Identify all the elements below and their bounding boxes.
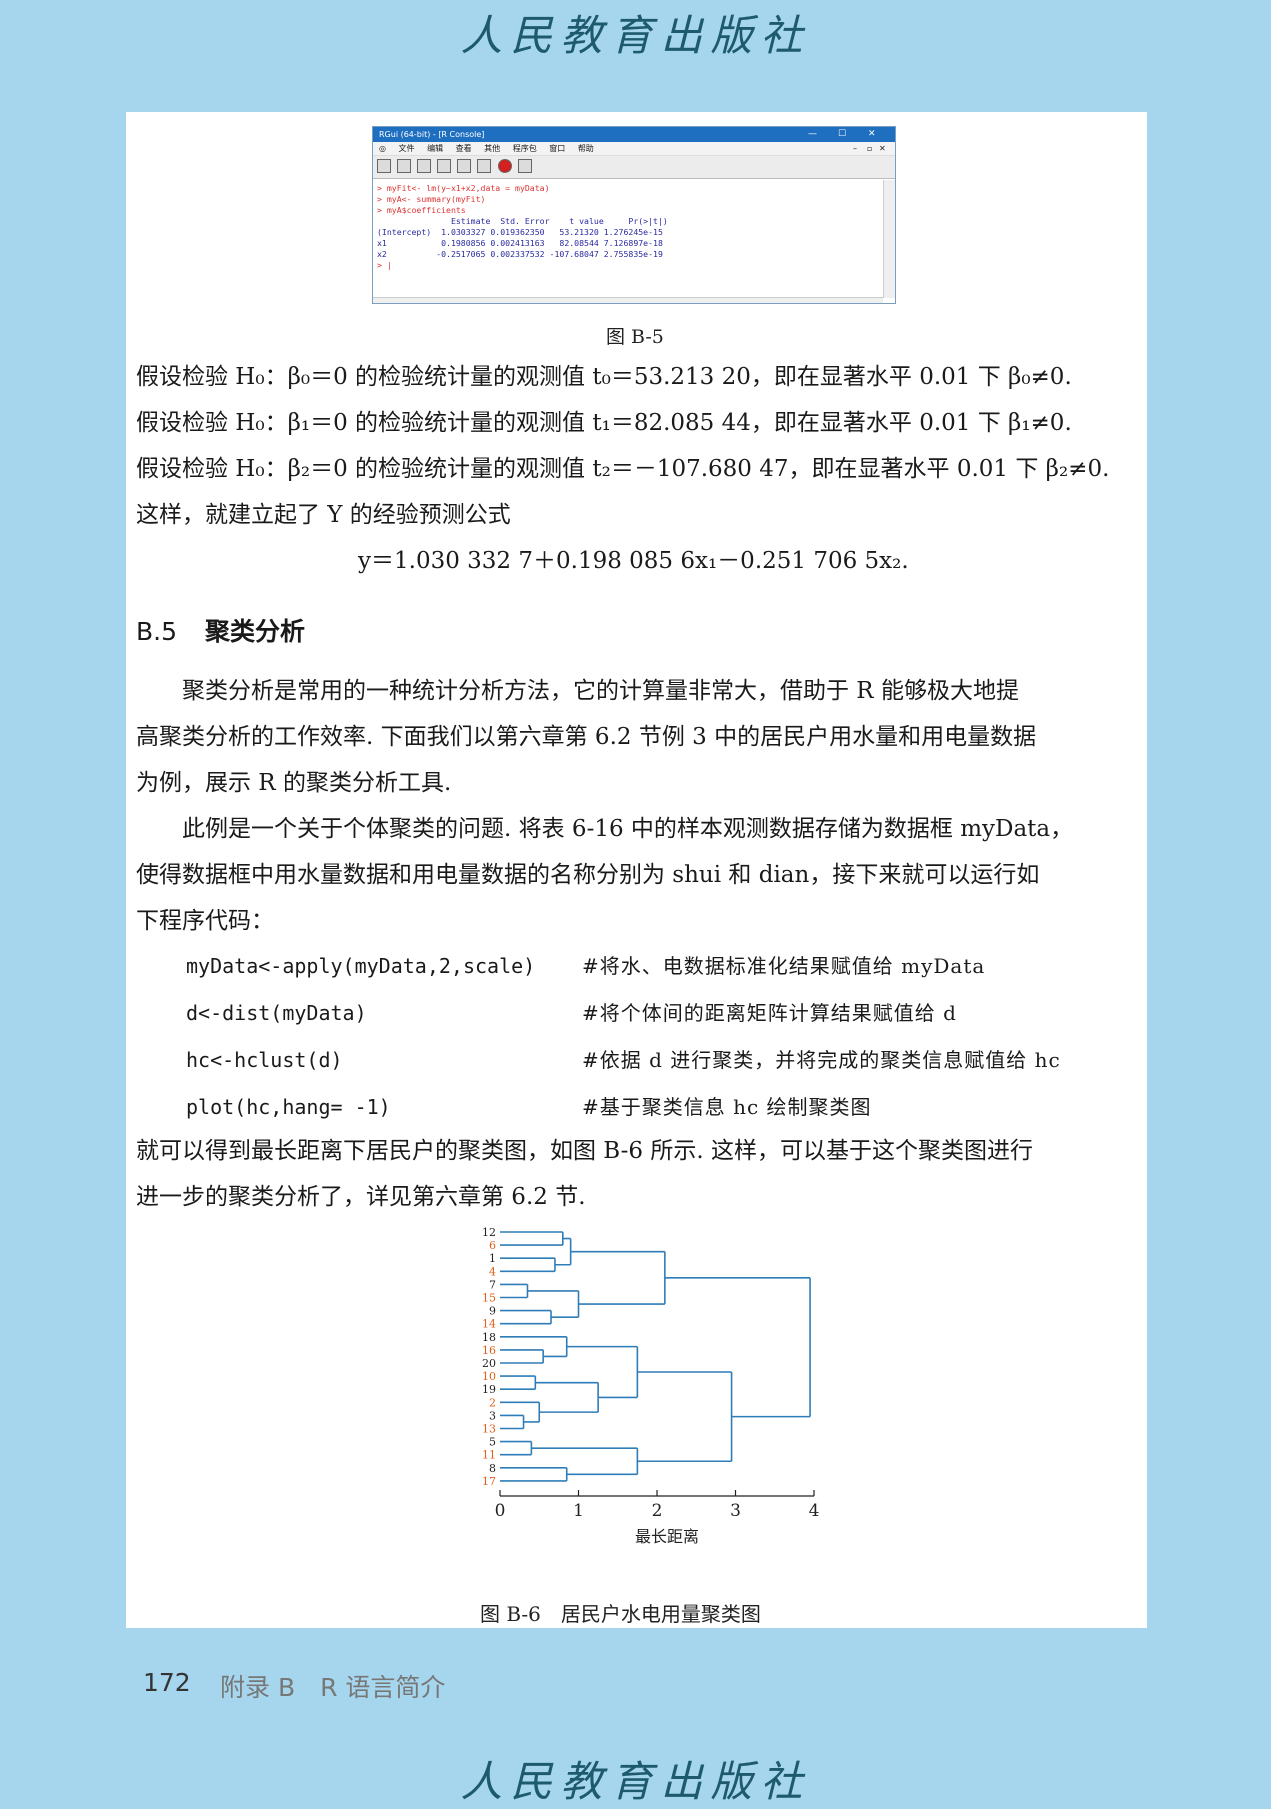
- section-number: B.5: [136, 617, 178, 646]
- x-tick-label: 2: [652, 1501, 663, 1521]
- console-output: x1 0.1980856 0.002413163 82.08544 7.1268…: [377, 238, 663, 248]
- leaf-label: 19: [482, 1383, 496, 1396]
- console-command: > myA$coefficients: [377, 205, 466, 215]
- code-line: hc<-hclust(d): [186, 1048, 343, 1072]
- section-heading: B.5 聚类分析: [136, 612, 305, 648]
- x-tick-label: 3: [730, 1501, 741, 1521]
- leaf-label: 9: [489, 1305, 496, 1318]
- x-tick-label: 1: [573, 1501, 584, 1521]
- code-comment: #基于聚类信息 hc 绘制聚类图: [582, 1095, 872, 1119]
- leaf-label: 11: [482, 1449, 496, 1462]
- paragraph-line: 就可以得到最长距离下居民户的聚类图，如图 B-6 所示. 这样，可以基于这个聚类…: [136, 1138, 1033, 1164]
- x-axis-label: 最长距离: [635, 1527, 699, 1545]
- publisher-logo-top: 人民教育出版社: [460, 11, 811, 60]
- code-comment: #将个体间的距离矩阵计算结果赋值给 d: [582, 1001, 957, 1025]
- leaf-label: 5: [489, 1436, 496, 1449]
- paragraph-line: 聚类分析是常用的一种统计分析方法，它的计算量非常大，借助于 R 能够极大地提: [136, 678, 1019, 704]
- hypothesis-line: 假设检验 H₀：β₁＝0 的检验统计量的观测值 t₁＝82.085 44，即在显…: [136, 410, 1072, 436]
- stop-icon[interactable]: [497, 159, 512, 173]
- paragraph-line: 进一步的聚类分析了，详见第六章第 6.2 节.: [136, 1184, 586, 1210]
- regression-formula: y＝1.030 332 7＋0.198 085 6x₁－0.251 706 5x…: [358, 548, 909, 574]
- console-output: Estimate Std. Error t value Pr(>|t|): [377, 216, 668, 226]
- leaf-label: 10: [482, 1370, 496, 1383]
- print-icon[interactable]: [517, 159, 532, 173]
- leaf-label: 20: [482, 1357, 496, 1370]
- leaf-label: 17: [482, 1475, 496, 1488]
- code-line: myData<-apply(myData,2,scale): [186, 954, 536, 978]
- inner-restore-button[interactable]: ▫: [867, 144, 873, 153]
- open-script-icon[interactable]: [377, 159, 391, 173]
- menu-edit[interactable]: 编辑: [427, 144, 444, 153]
- copy-paste-icon[interactable]: [477, 159, 492, 173]
- leaf-label: 14: [482, 1318, 496, 1331]
- leaf-label: 13: [482, 1423, 496, 1436]
- leaf-label: 8: [489, 1462, 496, 1475]
- section-title: 聚类分析: [205, 617, 306, 646]
- code-comment: #将水、电数据标准化结果赋值给 myData: [582, 954, 986, 978]
- menu-packages[interactable]: 程序包: [512, 144, 537, 153]
- menu-windows[interactable]: 窗口: [549, 144, 566, 153]
- hypothesis-line: 假设检验 H₀：β₂＝0 的检验统计量的观测值 t₂＝－107.680 47，即…: [136, 456, 1110, 482]
- x-tick-label: 4: [809, 1501, 820, 1521]
- horizontal-scrollbar[interactable]: [373, 297, 883, 303]
- leaf-label: 18: [482, 1331, 496, 1344]
- r-icon: ◎: [379, 144, 386, 153]
- toolbar: [373, 156, 895, 179]
- window-titlebar: RGui (64-bit) - [R Console] — ☐ ✕: [373, 127, 895, 142]
- menu-help[interactable]: 帮助: [577, 144, 594, 153]
- paste-icon[interactable]: [457, 159, 472, 173]
- console-command: > myFit<- lm(y~x1+x2,data = myData): [377, 183, 550, 193]
- page-number: 172: [143, 1668, 191, 1697]
- code-line: plot(hc,hang= -1): [186, 1095, 391, 1119]
- running-footer-title: 附录 B R 语言简介: [220, 1673, 446, 1702]
- window-title: RGui (64-bit) - [R Console]: [379, 130, 485, 139]
- leaf-label: 3: [489, 1409, 496, 1422]
- menu-bar: ◎ 文件 编辑 查看 其他 程序包 窗口 帮助 – ▫ ✕: [373, 142, 895, 156]
- inner-minimize-button[interactable]: –: [853, 144, 857, 153]
- leaf-label: 6: [489, 1239, 496, 1252]
- formula-intro: 这样，就建立起了 Y 的经验预测公式: [136, 502, 511, 528]
- x-tick-label: 0: [495, 1501, 506, 1521]
- code-line: d<-dist(myData): [186, 1001, 367, 1025]
- figure-b5-caption: 图 B-5: [606, 326, 664, 348]
- menu-view[interactable]: 查看: [455, 144, 472, 153]
- save-workspace-icon[interactable]: [417, 159, 432, 173]
- page: RGui (64-bit) - [R Console] — ☐ ✕ ◎ 文件 编…: [126, 112, 1147, 1628]
- paragraph-line: 为例，展示 R 的聚类分析工具.: [136, 770, 452, 796]
- leaf-label: 1: [489, 1252, 496, 1265]
- load-workspace-icon[interactable]: [397, 159, 412, 173]
- console-command: > myA<- summary(myFit): [377, 194, 486, 204]
- leaf-label: 2: [489, 1396, 496, 1409]
- paragraph-line: 使得数据框中用水量数据和用电量数据的名称分别为 shui 和 dian，接下来就…: [136, 862, 1040, 888]
- menu-misc[interactable]: 其他: [484, 144, 501, 153]
- menu-file[interactable]: 文件: [398, 144, 415, 153]
- leaf-label: 7: [489, 1278, 496, 1291]
- paragraph-line: 高聚类分析的工作效率. 下面我们以第六章第 6.2 节例 3 中的居民户用水量和…: [136, 724, 1037, 750]
- leaf-label: 12: [482, 1226, 496, 1239]
- leaf-label: 15: [482, 1292, 496, 1305]
- code-comment: #依据 d 进行聚类，并将完成的聚类信息赋值给 hc: [582, 1048, 1061, 1072]
- inner-close-button[interactable]: ✕: [879, 144, 886, 153]
- leaf-label: 16: [482, 1344, 496, 1357]
- paragraph-line: 此例是一个关于个体聚类的问题. 将表 6-16 中的样本观测数据存储为数据框 m…: [136, 816, 1074, 842]
- figure-b6-caption: 图 B-6 居民户水电用量聚类图: [480, 1602, 761, 1626]
- paragraph-line: 下程序代码：: [136, 908, 274, 934]
- hypothesis-line: 假设检验 H₀：β₀＝0 的检验统计量的观测值 t₀＝53.213 20，即在显…: [136, 364, 1072, 390]
- minimize-button[interactable]: —: [808, 129, 817, 139]
- console-prompt[interactable]: > |: [377, 260, 392, 270]
- close-button[interactable]: ✕: [868, 129, 876, 139]
- publisher-logo-bottom: 人民教育出版社: [460, 1757, 811, 1806]
- console-output: (Intercept) 1.0303327 0.019362350 53.213…: [377, 227, 663, 237]
- copy-icon[interactable]: [437, 159, 452, 173]
- console-output: x2 -0.2517065 0.002337532 -107.68047 2.7…: [377, 249, 663, 259]
- maximize-button[interactable]: ☐: [838, 129, 847, 139]
- r-console-window: RGui (64-bit) - [R Console] — ☐ ✕ ◎ 文件 编…: [372, 126, 896, 304]
- console-area[interactable]: > myFit<- lm(y~x1+x2,data = myData) > my…: [373, 180, 883, 298]
- leaf-label: 4: [489, 1265, 496, 1278]
- vertical-scrollbar[interactable]: [883, 180, 895, 298]
